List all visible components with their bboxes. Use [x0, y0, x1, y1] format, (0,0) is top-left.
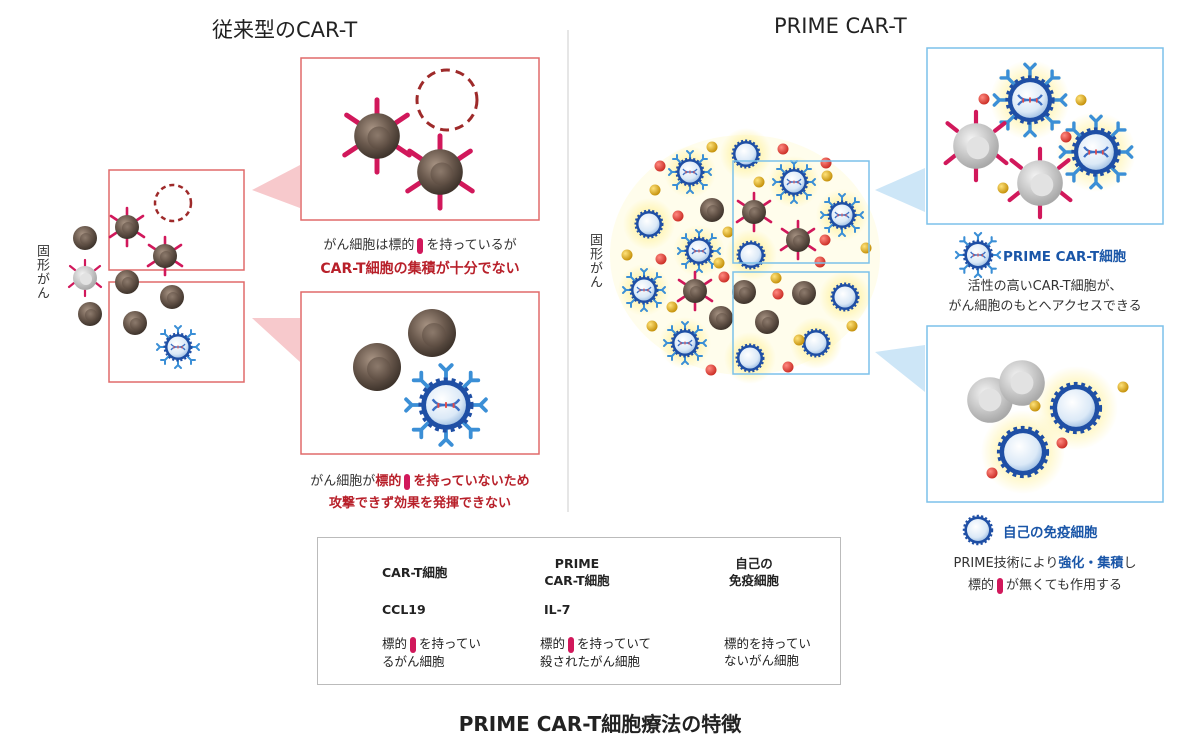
left-caption-2-emphasis: 攻撃できず効果を発揮できない: [328, 496, 511, 511]
immune-desc-2: 標的が無くても作用する: [927, 574, 1163, 594]
left-vertical-label: 固形がん: [34, 244, 49, 300]
caption2-text-b: を持っていないため: [413, 474, 530, 489]
legend-no-target-cancer: 標的を持ってい ないがん細胞: [724, 635, 811, 669]
right-zoom-frame-top: [732, 160, 870, 264]
target-mark-icon: [997, 577, 1004, 594]
caption2-text-a: がん細胞が: [310, 474, 376, 489]
left-zoom-box-1: [300, 57, 540, 221]
immune-desc-1-a: PRIME技術により: [953, 556, 1059, 571]
left-caption-1: がん細胞は標的を持っているが: [301, 234, 539, 254]
legend-immune-l1: 自己の: [735, 556, 773, 571]
left-caption-2: がん細胞が標的を持っていないため: [290, 470, 550, 490]
legend-target-cancer: 標的を持ってい るがん細胞: [382, 635, 481, 670]
immune-desc-2-a: 標的: [968, 578, 995, 593]
legend-box: CAR-T細胞 PRIME CAR-T細胞 自己の 免疫細胞 CCL19 IL-…: [317, 537, 841, 685]
right-title: PRIME CAR-T: [774, 14, 907, 38]
left-title: 従来型のCAR-T: [212, 18, 358, 42]
left-tumor-cluster: [67, 183, 201, 370]
legend-target-l2: るがん細胞: [382, 653, 445, 669]
blue-connector-bottom: [875, 345, 925, 392]
legend-immune-l2: 免疫細胞: [728, 573, 779, 588]
prime-desc-2: がん細胞のもとへアクセスできる: [948, 299, 1142, 314]
zoom-connector-top: [252, 165, 300, 208]
left-zoom-frame-bottom: [108, 281, 245, 383]
legend-target-b: を持ってい: [419, 636, 481, 651]
footer-title: PRIME CAR-T細胞療法の特徴: [458, 712, 742, 736]
zoom1-cells: [345, 68, 479, 208]
caption2-target-word: 標的: [375, 474, 402, 489]
legend-ccl19: CCL19: [382, 602, 426, 617]
legend-killed-a: 標的: [540, 636, 566, 651]
legend-target-a: 標的: [382, 636, 408, 651]
immune-desc-1-emphasis: 強化・集積: [1058, 556, 1124, 571]
left-zoom-frame-top: [108, 169, 245, 271]
legend-none-l2: ないがん細胞: [724, 653, 800, 668]
rzoom1-cells: [946, 60, 1136, 217]
legend-immune: 自己の 免疫細胞: [724, 555, 784, 589]
target-mark-icon: [410, 636, 417, 653]
immune-desc-1: PRIME技術により強化・集積し: [927, 552, 1163, 571]
prime-desc-1: 活性の高いCAR-T細胞が、: [967, 279, 1123, 294]
target-mark-icon: [568, 636, 575, 653]
immune-desc-2-b: が無くても作用する: [1006, 578, 1122, 593]
prime-cart-label: PRIME CAR-T細胞: [1003, 249, 1127, 265]
legend-cart: CAR-T細胞: [382, 565, 448, 580]
prime-cart-label-icon: [954, 231, 1002, 279]
legend-prime-l1: PRIME: [554, 556, 600, 571]
blue-connector-top: [875, 168, 925, 212]
right-zoom-frame-bottom: [732, 271, 870, 375]
legend-none-l1: 標的を持ってい: [724, 636, 811, 651]
target-mark-icon: [417, 237, 424, 254]
target-mark-icon: [404, 473, 411, 490]
left-caption-1-emphasis: CAR-T細胞の集積が十分でない: [320, 261, 520, 277]
legend-killed-b: を持っていて: [577, 636, 652, 651]
caption1-text-b: を持っているが: [426, 238, 517, 253]
legend-killed-l2: 殺されたがん細胞: [540, 653, 641, 669]
right-tumor-cluster: [610, 128, 880, 384]
immune-label: 自己の免疫細胞: [1003, 525, 1098, 541]
legend-il7: IL-7: [544, 602, 571, 617]
zoom-connector-bottom: [252, 318, 300, 362]
immune-label-icon: [962, 514, 994, 546]
right-vertical-label: 固形がん: [587, 233, 602, 289]
immune-desc-1-b: し: [1123, 556, 1137, 571]
rzoom2-cells: [967, 360, 1129, 494]
legend-killed-cancer: 標的を持っていて 殺されたがん細胞: [540, 635, 651, 670]
caption1-text-a: がん細胞は標的: [323, 238, 415, 253]
legend-prime-l2: CAR-T細胞: [544, 573, 610, 588]
legend-prime: PRIME CAR-T細胞: [544, 555, 610, 589]
